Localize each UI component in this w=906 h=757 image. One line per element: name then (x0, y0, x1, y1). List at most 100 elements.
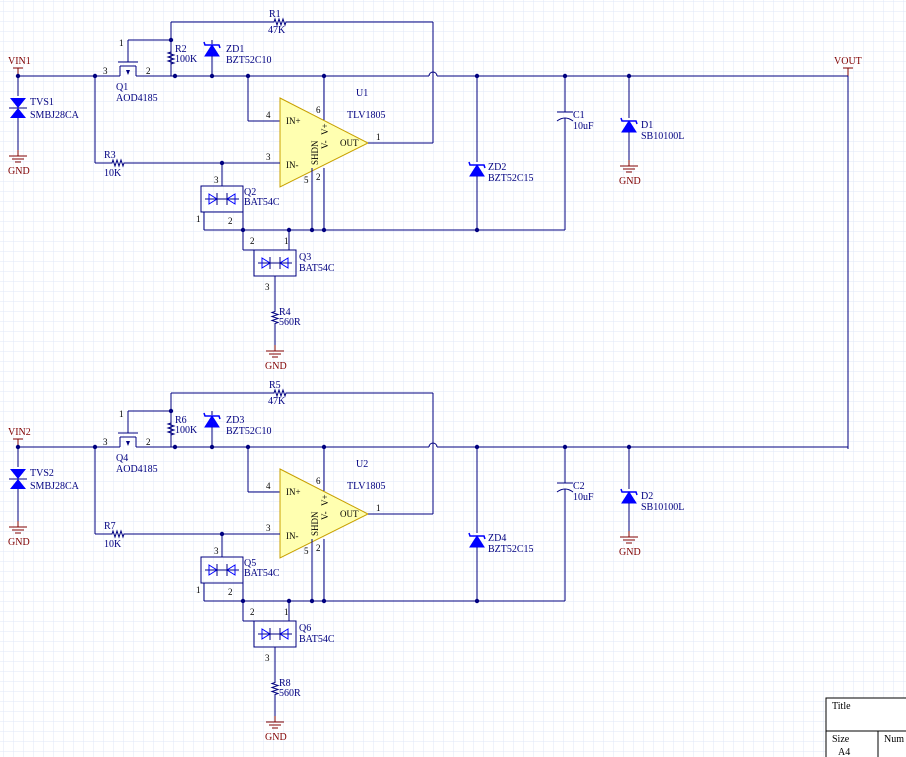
junction-dot (245, 73, 251, 79)
vin-label: VIN2 (8, 427, 31, 438)
junction-dot (92, 444, 98, 450)
r-feedback (260, 17, 300, 27)
clamp-diode-a (200, 556, 244, 584)
zd-gate-value: BZT52C10 (226, 426, 272, 437)
vplus-label: V+ (320, 123, 330, 135)
junction-dot (309, 598, 315, 604)
comparator-value: TLV1805 (347, 110, 386, 121)
pin-1: 1 (376, 132, 381, 142)
out-label: OUT (340, 509, 359, 519)
cap-ref: C2 (573, 481, 585, 492)
qa-pin-3: 3 (214, 546, 219, 556)
pin-6: 6 (316, 476, 321, 486)
tvs-ground: GND (8, 521, 30, 548)
zd-rail-value: BZT52C15 (488, 544, 534, 555)
comparator-body (279, 97, 370, 188)
bat54-body (200, 556, 244, 584)
r-bot-ref: R8 (279, 678, 291, 689)
junction-dot (286, 227, 292, 233)
bat54-body (200, 185, 244, 213)
mos-arrow (126, 441, 130, 446)
zd-gate-ref: ZD3 (226, 415, 244, 426)
zd-rail-value: BZT52C15 (488, 173, 534, 184)
gnd-label: GND (619, 176, 641, 187)
zd-gate-value: BZT52C10 (226, 55, 272, 66)
r-bot-value: 560R (279, 688, 301, 699)
qa-ref: Q5 (244, 558, 256, 569)
diode-a (261, 628, 271, 640)
qb-pin-2: 2 (250, 607, 255, 617)
qa-pin-3: 3 (214, 175, 219, 185)
qb-pin-3: 3 (265, 282, 270, 292)
number-label: Num (884, 734, 904, 745)
qa-ref: Q2 (244, 187, 256, 198)
mos-pin-3: 3 (103, 66, 108, 76)
gnd-label: GND (8, 166, 30, 177)
diode-b (279, 628, 289, 640)
vout-label: VOUT (834, 56, 862, 67)
qa-pin-1: 1 (196, 585, 201, 595)
title-label: Title (832, 701, 851, 712)
qa-value: BAT54C (244, 197, 280, 208)
junction-dot (321, 227, 327, 233)
r-fb-ref: R1 (269, 9, 281, 20)
output-diode-bar (620, 117, 638, 125)
tvs-diode-lower (10, 108, 26, 118)
gnd-label: GND (265, 361, 287, 372)
diode-b (226, 193, 236, 205)
comparator-value: TLV1805 (347, 481, 386, 492)
tvs-ref: TVS1 (30, 97, 54, 108)
r-bot-ref: R4 (279, 307, 291, 318)
comparator-body (279, 468, 370, 559)
pin-4: 4 (266, 110, 271, 120)
in-plus-label: IN+ (286, 116, 301, 126)
r-input (108, 529, 128, 539)
qb-ref: Q3 (299, 252, 311, 263)
vout-net: VOUT (834, 56, 862, 449)
mos-pin-1: 1 (119, 38, 124, 48)
qb-value: BAT54C (299, 634, 335, 645)
qb-pin-1: 1 (284, 607, 289, 617)
cap-ref: C1 (573, 110, 585, 121)
mos-ref: Q4 (116, 453, 128, 464)
diode-b (279, 257, 289, 269)
junction-dot (321, 444, 327, 450)
r-gs-ref: R2 (175, 44, 187, 55)
r-in-ref: R7 (104, 521, 116, 532)
r-in-value: 10K (104, 539, 122, 550)
tvs-diode-upper (10, 469, 26, 479)
clamp-diode-a (200, 185, 244, 213)
mos-arrow (126, 70, 130, 75)
qb-pin-2: 2 (250, 236, 255, 246)
r-bottom (270, 676, 280, 701)
zener-gate-bar (203, 41, 221, 49)
pin-5: 5 (304, 175, 309, 185)
qb-ref: Q6 (299, 623, 311, 634)
mos-pin-3: 3 (103, 437, 108, 447)
tvs-diode-lower (10, 479, 26, 489)
r-in-ref: R3 (104, 150, 116, 161)
zd-gate-ref: ZD1 (226, 44, 244, 55)
output-diode-bar (620, 488, 638, 496)
pin-4: 4 (266, 481, 271, 491)
pin-2: 2 (316, 543, 321, 553)
r-bottom (270, 305, 280, 330)
qb-pin-1: 1 (284, 236, 289, 246)
junction-dot (245, 444, 251, 450)
comparator-ref: U2 (356, 459, 368, 470)
r-bottom-ground: GND (265, 716, 287, 743)
pin-3: 3 (266, 523, 271, 533)
vplus-label: V+ (320, 494, 330, 506)
dout-ground: GND (619, 160, 641, 187)
r-bottom-ground: GND (265, 345, 287, 372)
qa-value: BAT54C (244, 568, 280, 579)
r-feedback (260, 388, 300, 398)
junction-dot (309, 227, 315, 233)
comparator-ref: U1 (356, 88, 368, 99)
cap-value: 10uF (573, 121, 594, 132)
